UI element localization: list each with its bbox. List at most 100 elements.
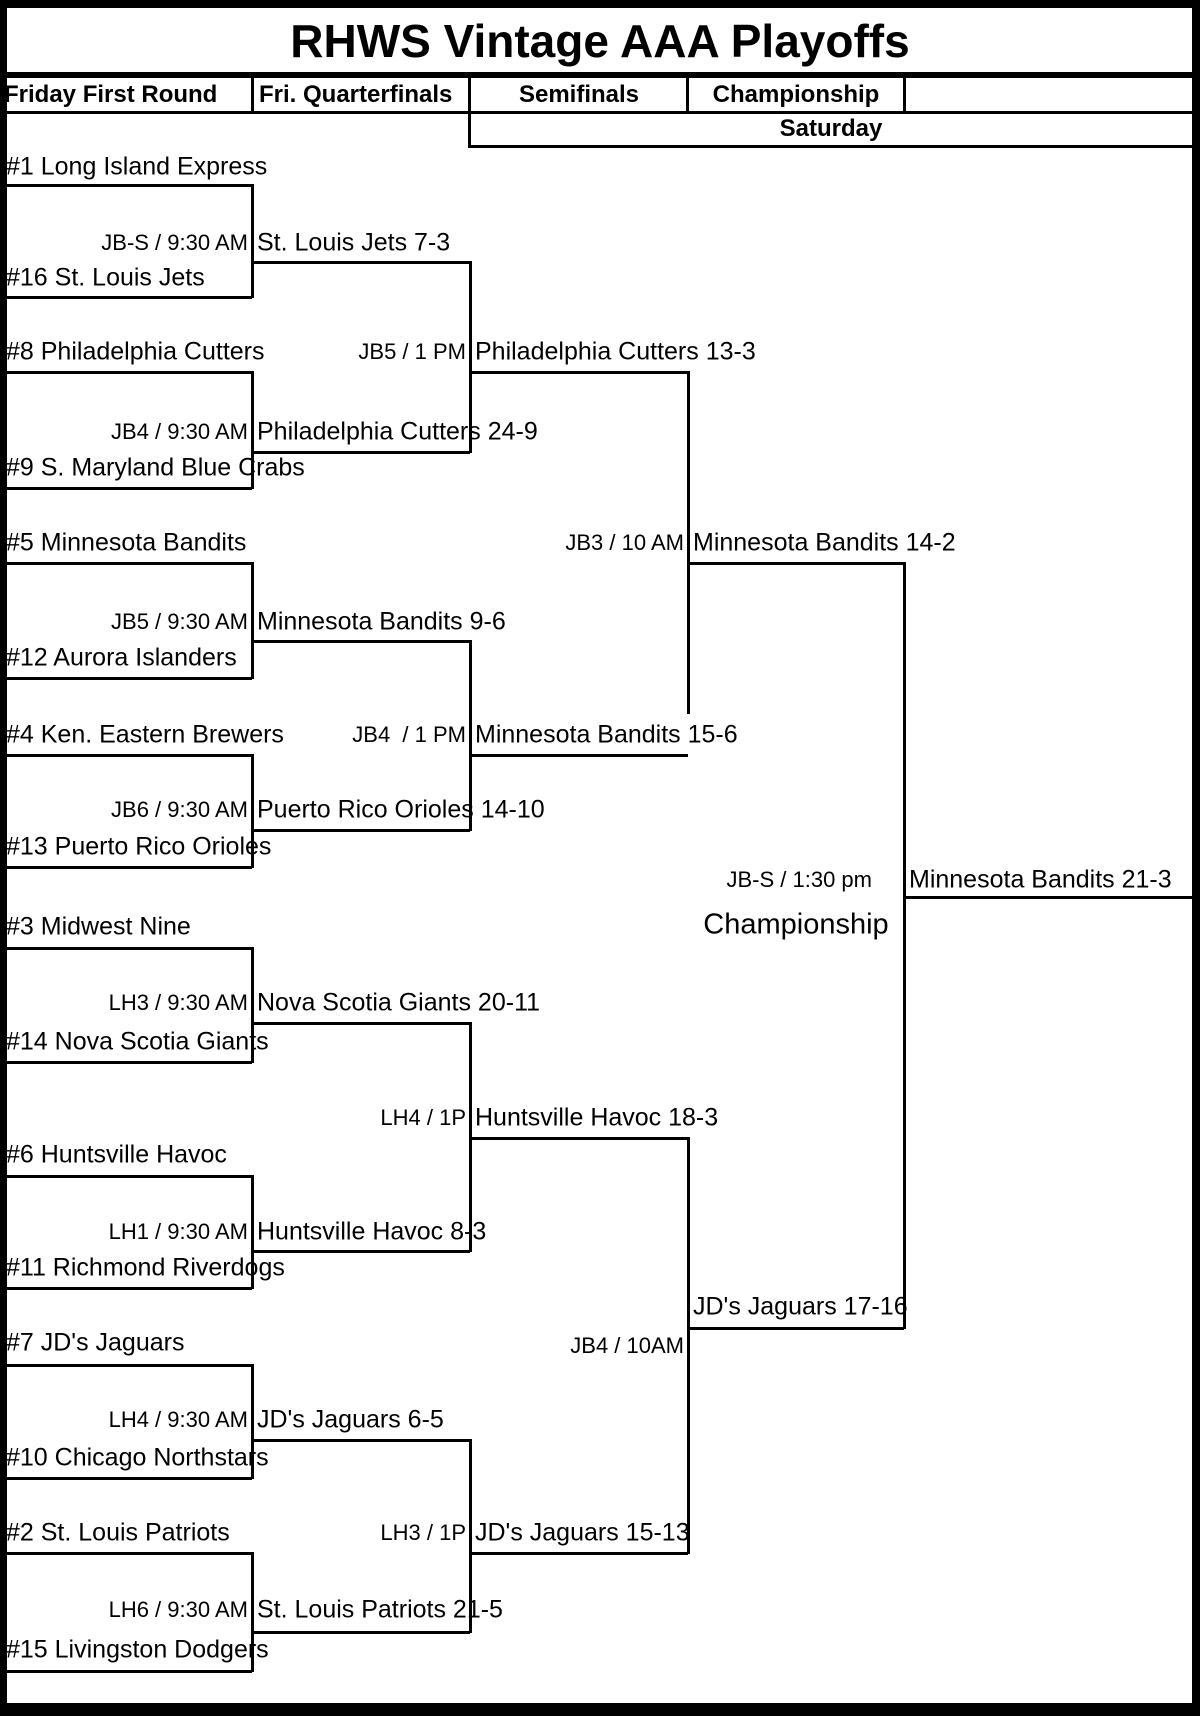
seed-team: #13 Puerto Rico Orioles — [6, 832, 272, 861]
right-border — [1192, 0, 1200, 1716]
team-underline — [0, 1061, 252, 1064]
seed-team: #14 Nova Scotia Giants — [6, 1027, 269, 1056]
team-underline — [0, 754, 252, 757]
winner-name: Huntsville Havoc 18-3 — [475, 1103, 719, 1132]
winner-line — [470, 1137, 688, 1140]
game-time-label: LH3 / 1P — [380, 1520, 466, 1545]
winner-line — [470, 1552, 688, 1555]
match-connector — [251, 754, 254, 868]
match-connector — [687, 1137, 690, 1554]
team-underline — [0, 487, 252, 490]
winner-line — [252, 1631, 470, 1634]
game-time-label: JB5 / 1 PM — [358, 339, 466, 364]
winner-line — [252, 261, 470, 264]
winner-line — [252, 1439, 470, 1442]
seed-team: #16 St. Louis Jets — [6, 263, 205, 292]
game-time-label: JB4 / 1 PM — [352, 722, 466, 747]
winner-line — [688, 1327, 904, 1330]
winner-line — [252, 451, 470, 454]
column-header-first-round: Friday First Round — [4, 81, 218, 108]
seed-team: #4 Ken. Eastern Brewers — [6, 720, 284, 749]
match-connector — [251, 184, 254, 298]
seed-team: #11 Richmond Riverdogs — [6, 1253, 285, 1282]
page-title: RHWS Vintage AAA Playoffs — [290, 15, 910, 67]
left-border — [0, 0, 7, 1716]
title-separator — [0, 72, 1200, 78]
match-connector — [251, 1552, 254, 1672]
winner-name: Minnesota Bandits 14-2 — [693, 528, 956, 557]
winner-line — [470, 371, 688, 374]
winner-name: JD's Jaguars 17-16 — [693, 1292, 908, 1321]
team-underline — [0, 947, 252, 950]
seed-team: #5 Minnesota Bandits — [6, 528, 247, 557]
column-header-championship: Championship — [712, 81, 880, 108]
header-divider — [468, 78, 471, 111]
winner-name: Philadelphia Cutters 24-9 — [257, 417, 538, 446]
seed-team: #3 Midwest Nine — [6, 912, 191, 941]
game-time-label: JB3 / 10 AM — [565, 530, 684, 555]
team-underline — [0, 562, 252, 565]
winner-name: JD's Jaguars 15-13 — [475, 1518, 690, 1547]
seed-team: #2 St. Louis Patriots — [6, 1518, 230, 1547]
game-time-label: JB-S / 9:30 AM — [101, 230, 248, 255]
winner-name: St. Louis Jets 7-3 — [257, 228, 451, 257]
seed-team: #9 S. Maryland Blue Crabs — [6, 453, 305, 482]
match-connector — [251, 947, 254, 1063]
winner-name: Puerto Rico Orioles 14-10 — [257, 795, 545, 824]
match-connector — [251, 562, 254, 679]
winner-name: Huntsville Havoc 8-3 — [257, 1217, 487, 1246]
seed-team: #7 JD's Jaguars — [6, 1328, 185, 1357]
seed-team: #8 Philadelphia Cutters — [6, 337, 265, 366]
header-divider — [903, 78, 906, 111]
team-underline — [0, 1287, 252, 1290]
header-divider — [251, 78, 254, 111]
top-border — [0, 0, 1200, 8]
winner-name: St. Louis Patriots 21-5 — [257, 1595, 503, 1624]
match-connector — [251, 1175, 254, 1289]
game-time-label: LH1 / 9:30 AM — [108, 1219, 248, 1244]
seed-team: #6 Huntsville Havoc — [6, 1140, 227, 1169]
saturday-header: Saturday — [779, 115, 883, 142]
game-time-label: LH4 / 1P — [380, 1105, 466, 1130]
team-underline — [0, 371, 252, 374]
game-time-label: LH3 / 9:30 AM — [108, 990, 248, 1015]
match-connector — [687, 371, 690, 714]
winner-name: Minnesota Bandits 15-6 — [475, 720, 738, 749]
saturday-left-border — [468, 111, 471, 148]
match-connector — [469, 640, 472, 831]
winner-name: JD's Jaguars 6-5 — [257, 1405, 444, 1434]
seed-team: #10 Chicago Northstars — [6, 1443, 269, 1472]
winner-name: Minnesota Bandits 9-6 — [257, 607, 506, 636]
winner-line — [688, 562, 904, 565]
game-time-label: JB-S / 1:30 pm — [726, 867, 872, 892]
team-underline — [0, 184, 252, 187]
team-underline — [0, 866, 252, 869]
championship-label: Championship — [703, 908, 889, 941]
column-header-quarterfinals: Fri. Quarterfinals — [259, 81, 453, 108]
seed-team: #12 Aurora Islanders — [6, 643, 237, 672]
winner-line — [252, 1022, 470, 1025]
winner-line — [252, 640, 470, 643]
seed-team: #15 Livingston Dodgers — [6, 1635, 269, 1664]
champion-line — [904, 896, 1192, 899]
match-connector — [251, 371, 254, 489]
seed-team: #1 Long Island Express — [6, 152, 268, 181]
match-connector — [251, 1364, 254, 1479]
team-underline — [0, 1477, 252, 1480]
match-connector — [903, 562, 906, 1329]
header-bottom-line — [0, 111, 1192, 114]
header-divider — [686, 78, 689, 111]
team-underline — [0, 1364, 252, 1367]
team-underline — [0, 1175, 252, 1178]
bottom-border — [0, 1703, 1200, 1716]
team-underline — [0, 677, 252, 680]
match-connector — [469, 261, 472, 453]
column-header-semifinals: Semifinals — [518, 81, 640, 108]
winner-line — [252, 829, 470, 832]
saturday-bottom-line — [468, 145, 1192, 148]
game-time-label: JB5 / 9:30 AM — [111, 609, 248, 634]
game-time-label: LH6 / 9:30 AM — [108, 1597, 248, 1622]
winner-line — [470, 754, 688, 757]
